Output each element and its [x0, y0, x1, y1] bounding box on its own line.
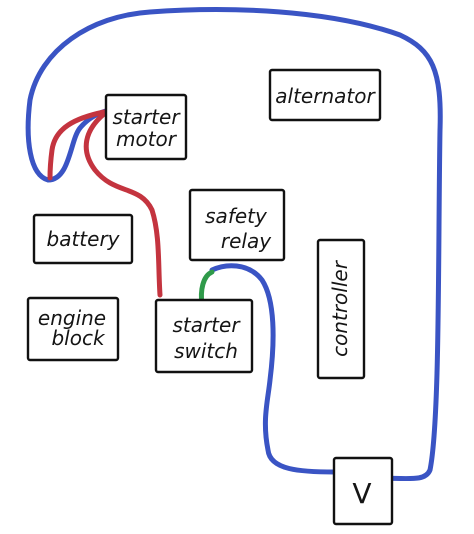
safety-relay-box: safety relay: [188, 188, 286, 262]
engine-block-label-1: engine: [38, 306, 106, 330]
battery-label: battery: [47, 227, 121, 251]
safety-relay-label-2: relay: [221, 229, 272, 253]
alternator-label: alternator: [275, 84, 376, 108]
red-wire-to-battery: [47, 109, 107, 181]
starter-motor-label-1: starter: [112, 105, 181, 129]
starter-switch-box: starter switch: [154, 298, 254, 374]
starter-switch-label-2: switch: [174, 339, 238, 363]
alternator-box: alternator: [268, 68, 382, 122]
blue-wire-main-loop: [25, 7, 443, 482]
engine-block-label-2: block: [51, 326, 105, 350]
red-wire-to-switch: [83, 111, 163, 298]
controller-box: controller: [316, 238, 366, 380]
engine-block-box: engine block: [26, 296, 120, 362]
starter-motor-label-2: motor: [116, 127, 178, 151]
starter-motor-box: starter motor: [104, 93, 188, 161]
blue-wire-switch: [209, 263, 338, 475]
battery-box: battery: [32, 213, 134, 265]
safety-relay-label-1: safety: [205, 204, 268, 228]
starter-switch-label-1: starter: [172, 313, 241, 337]
controller-label: controller: [328, 259, 352, 357]
voltmeter-label: V: [352, 477, 371, 510]
voltmeter-box: V: [332, 456, 394, 526]
